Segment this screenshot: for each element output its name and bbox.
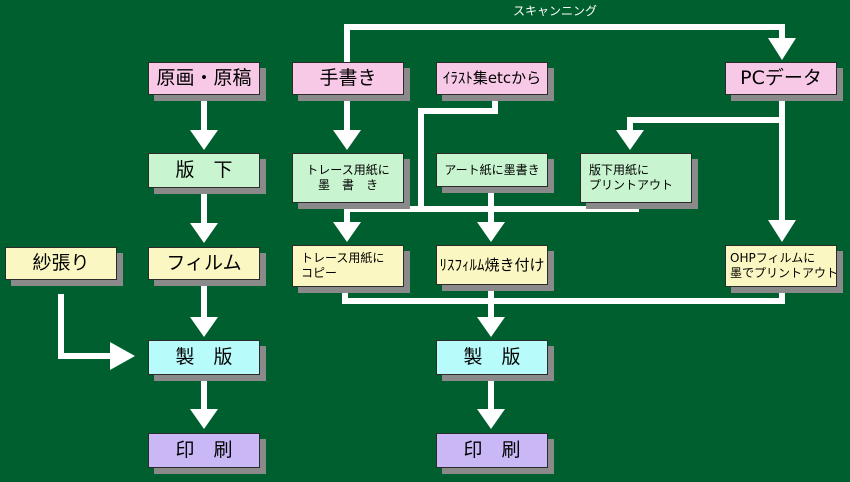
node-insatsu-left-label: 印 刷 — [175, 438, 233, 461]
arrowhead — [768, 38, 796, 60]
node-hanshita: 版 下 — [148, 153, 260, 188]
node-tegaki: 手書き — [292, 62, 404, 95]
node-trace-copy-label: トレース用紙に コピー — [301, 251, 385, 280]
arrowhead — [477, 409, 505, 429]
arrowhead — [768, 220, 796, 242]
arrowhead — [333, 222, 361, 242]
collector-row3 — [342, 287, 785, 304]
node-trace-paper: トレース用紙に 墨 書 き — [292, 153, 404, 203]
illust-line — [418, 96, 498, 209]
node-hanshita-label: 版 下 — [175, 158, 233, 181]
node-pc-data-label: PCデータ — [740, 66, 822, 89]
node-rifilm-label: ﾘｽﾌｨﾙﾑ焼き付け — [439, 255, 545, 274]
node-illust: ｲﾗｽﾄ集etcから — [436, 62, 548, 95]
node-shahari-label: 紗張り — [32, 251, 90, 274]
arrowhead — [110, 342, 135, 370]
node-insatsu-left: 印 刷 — [148, 433, 260, 468]
node-trace-copy: トレース用紙に コピー — [292, 245, 404, 287]
pc-branch-left — [627, 117, 782, 132]
node-illust-label: ｲﾗｽﾄ集etcから — [442, 69, 542, 88]
node-seihan-right-label: 製 版 — [463, 345, 521, 368]
node-seihan-right: 製 版 — [436, 340, 548, 375]
arrowhead — [477, 222, 505, 242]
node-insatsu-right: 印 刷 — [436, 433, 548, 468]
arrowhead — [190, 409, 218, 429]
node-tegaki-label: 手書き — [319, 66, 377, 89]
node-ohp-film-label: OHPフィルムに 墨でプリントアウト — [730, 251, 839, 280]
node-insatsu-right-label: 印 刷 — [463, 438, 521, 461]
scanning-label: スキャンニング — [512, 4, 597, 18]
arrowhead — [333, 130, 361, 150]
node-rifilm: ﾘｽﾌｨﾙﾑ焼き付け — [436, 245, 548, 285]
node-originals: 原画・原稿 — [148, 62, 260, 95]
node-art-paper: アート紙に墨書き — [436, 153, 548, 187]
node-shahari: 紗張り — [5, 247, 117, 280]
arrowhead — [190, 317, 218, 337]
node-pc-data: PCデータ — [725, 62, 837, 95]
scan-line — [344, 24, 785, 62]
arrowhead — [616, 130, 644, 150]
node-seihan-left-label: 製 版 — [175, 345, 233, 368]
arrow-shahari-to-seihan — [58, 294, 112, 359]
node-film-label: フィルム — [166, 251, 242, 274]
arrowhead — [477, 317, 505, 337]
node-seihan-left: 製 版 — [148, 340, 260, 375]
arrowhead — [190, 223, 218, 243]
node-trace-paper-label: トレース用紙に 墨 書 き — [306, 163, 390, 192]
node-ohp-film: OHPフィルムに 墨でプリントアウト — [725, 245, 839, 287]
node-hanshita-paper: 版下用紙に プリントアウト — [580, 153, 692, 203]
node-film: フィルム — [148, 247, 260, 280]
arrowhead — [190, 130, 218, 150]
node-hanshita-paper-label: 版下用紙に プリントアウト — [589, 163, 674, 192]
node-originals-label: 原画・原稿 — [156, 66, 252, 89]
node-art-paper-label: アート紙に墨書き — [444, 162, 540, 177]
